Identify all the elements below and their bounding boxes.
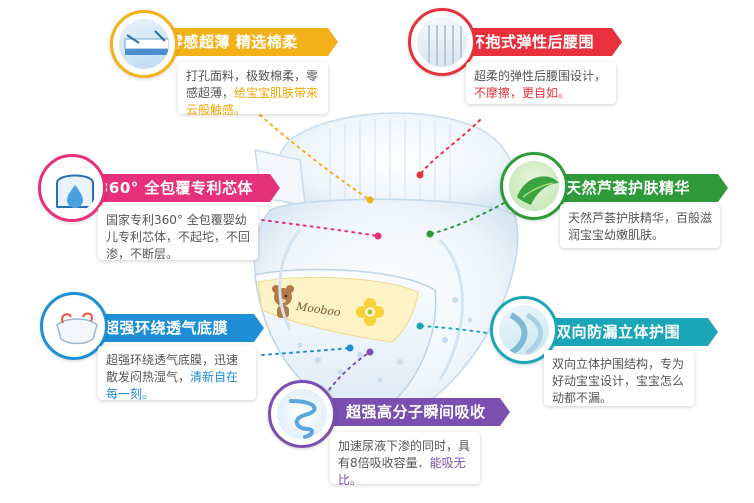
feature-desc-highlight: 能吸无比。 bbox=[338, 456, 466, 487]
feature-title-bar: 天然芦荟护肤精华 bbox=[548, 174, 728, 202]
feature-title-bar: 360° 全包覆专利芯体 bbox=[80, 174, 280, 202]
feature-title-bar: 环抱式弹性后腰围 bbox=[452, 28, 622, 56]
breathable-film-icon bbox=[40, 292, 108, 360]
feature-description: 超柔的弹性后腰围设计， 不摩擦，更自如。 bbox=[466, 62, 616, 104]
absorb-swirl-icon bbox=[268, 380, 336, 448]
feature-desc-text: 超强环绕透气底膜，迅速散发闷热湿气， bbox=[106, 353, 239, 384]
feature-title-bar: 超强高分子瞬间吸收 bbox=[328, 398, 510, 426]
feature-title: 超强高分子瞬间吸收 bbox=[346, 403, 486, 421]
feature-title: 双向防漏立体护围 bbox=[556, 323, 681, 341]
feature-title: 零感超薄 精选棉柔 bbox=[168, 33, 298, 51]
feature-description: 双向立体护围结构，专为好动宝宝设计，宝宝怎么动都不漏。 bbox=[544, 350, 694, 406]
elastic-waist-icon bbox=[408, 8, 476, 76]
feature-desc-text: 国家专利360° 全包覆婴幼儿专利芯体，不起坨，不回渗，不断层。 bbox=[106, 213, 251, 261]
feature-desc-text: 超柔的弹性后腰围设计， bbox=[474, 69, 607, 83]
feature-title: 天然芦荟护肤精华 bbox=[566, 179, 691, 197]
aloe-leaf-icon bbox=[500, 152, 568, 220]
feature-title-bar: 零感超薄 精选棉柔 bbox=[150, 28, 338, 56]
feature-desc-text: 加速尿液下渗的同时，具有8倍吸收容量． bbox=[338, 439, 471, 470]
feature-desc-highlight: 给宝宝肌肤带来云般触感。 bbox=[186, 86, 319, 117]
feature-description: 国家专利360° 全包覆婴幼儿专利芯体，不起坨，不回渗，不断层。 bbox=[98, 206, 258, 261]
feature-title-bar: 超强环绕透气底膜 bbox=[86, 314, 264, 342]
feature-desc-highlight: 清新自在每一刻。 bbox=[106, 370, 239, 401]
feature-title: 超强环绕透气底膜 bbox=[104, 319, 229, 337]
feature-title-bar: 双向防漏立体护围 bbox=[538, 318, 718, 346]
feature-desc-text: 天然芦荟护肤精华，百般滋润宝宝幼嫩肌肤。 bbox=[568, 211, 713, 242]
thin-cotton-icon bbox=[110, 10, 178, 78]
feature-title: 环抱式弹性后腰围 bbox=[470, 33, 595, 51]
water-drop-icon bbox=[38, 154, 106, 222]
feature-desc-text: 双向立体护围结构，专为好动宝宝设计，宝宝怎么动都不漏。 bbox=[552, 357, 685, 405]
feature-title: 360° 全包覆专利芯体 bbox=[98, 179, 254, 197]
feature-desc-highlight: 不摩擦，更自如。 bbox=[474, 86, 571, 100]
feature-description: 打孔面料，极致棉柔，零感超薄，给宝宝肌肤带来云般触感。 bbox=[178, 62, 328, 117]
feature-description: 超强环绕透气底膜，迅速散发闷热湿气，清新自在每一刻。 bbox=[98, 346, 256, 401]
feature-desc-text: 打孔面料，极致棉柔，零感超薄， bbox=[186, 69, 319, 100]
feature-description: 天然芦荟护肤精华，百般滋润宝宝幼嫩肌肤。 bbox=[560, 204, 720, 248]
feature-description: 加速尿液下渗的同时，具有8倍吸收容量．能吸无比。 bbox=[330, 432, 480, 487]
